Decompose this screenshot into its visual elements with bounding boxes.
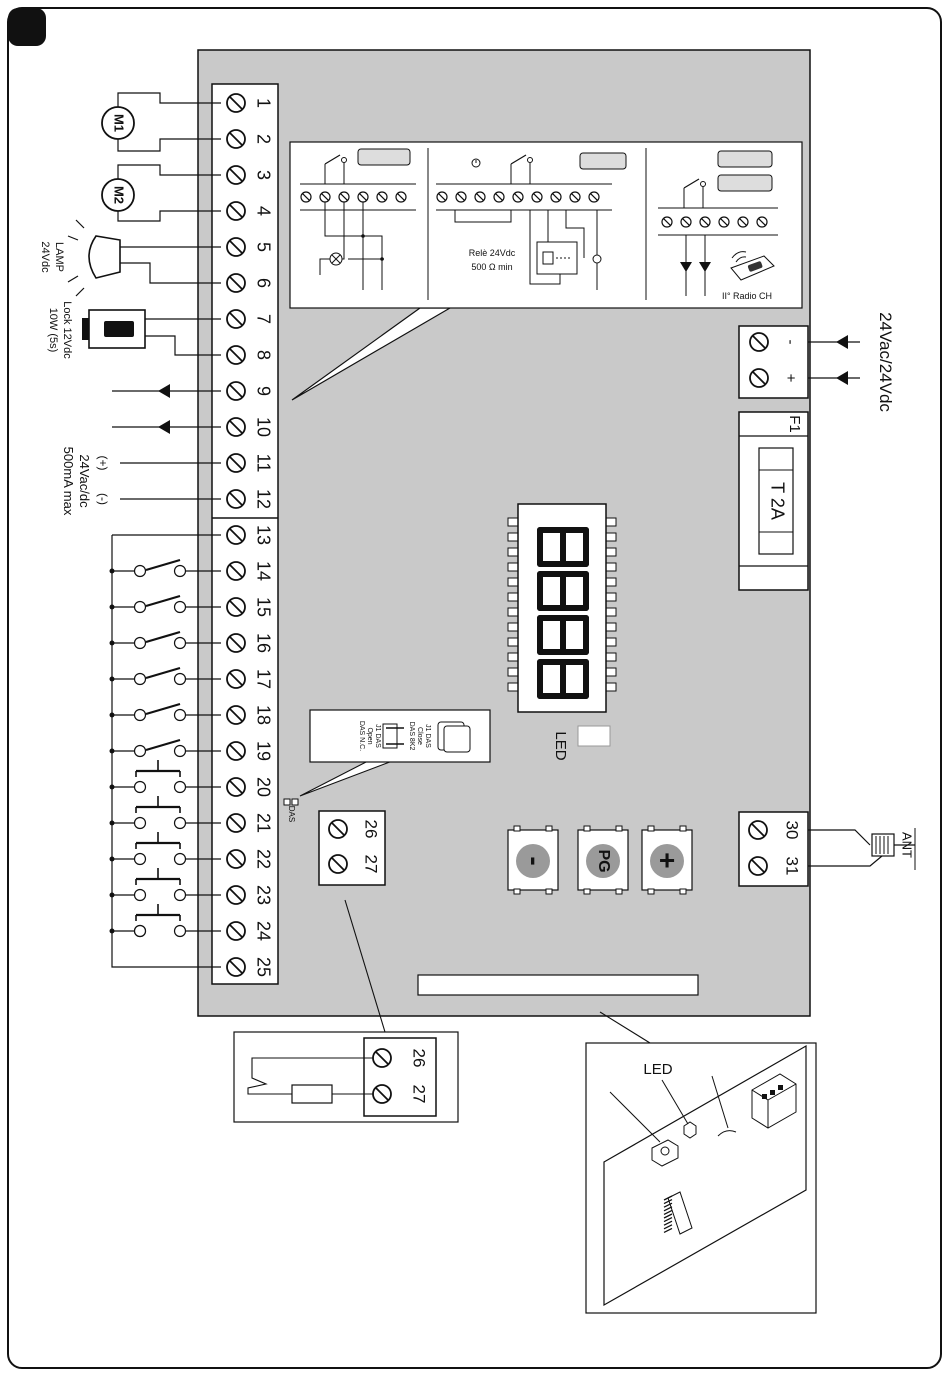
pg-button[interactable]: PG [578,826,628,894]
svg-text:-: - [520,856,551,865]
svg-text:DAS: DAS [287,806,296,822]
power-supply-label: 24Vac/24Vdc [876,312,895,412]
terminal-number: 23 [253,885,273,905]
jumper-closed-icon [438,722,470,752]
lamp-label: LAMP [53,242,65,272]
svg-text:PG: PG [595,849,612,872]
minus-button[interactable]: - [508,826,558,894]
terminal-number: 22 [253,849,273,869]
led-indicator [578,726,610,746]
fuse-f1: F1 T 2A [739,412,808,590]
svg-text:F1: F1 [786,415,803,433]
svg-text:27: 27 [362,855,381,874]
svg-text:30: 30 [783,821,802,840]
board-detail-inset: LED [586,1012,816,1313]
svg-text:M2: M2 [112,186,127,204]
terminal-number: 19 [253,741,273,761]
antenna-label: ANT [900,832,915,858]
seven-segment-display [508,504,616,712]
acc-voltage-label: 24Vac/dc [77,454,92,508]
motor-m2: M2 [102,179,134,211]
board-led-label: LED [643,1061,672,1078]
terminal-number: 9 [253,386,273,396]
acc-plus-label: (+) [96,456,110,471]
aux-terminals: 26 27 [319,811,385,885]
terminal-number: 20 [253,777,273,797]
terminal-number: 6 [253,278,273,288]
svg-text:+: + [659,844,675,875]
svg-text:+: + [782,374,799,383]
terminal-number: 11 [253,454,273,473]
lock-icon [82,310,145,348]
corner-tab [8,8,46,46]
svg-text:DAS N.C.: DAS N.C. [358,721,365,751]
terminal-number: 18 [253,705,273,725]
terminal-number: 21 [253,813,273,833]
terminal-number: 17 [253,669,273,689]
motor-m1: M1 [102,107,134,139]
svg-text:26: 26 [410,1049,429,1068]
svg-text:J1 DAS: J1 DAS [374,724,381,748]
expansion-connector [418,975,698,995]
terminal-number: 24 [253,921,273,941]
terminal-number: 16 [253,633,273,653]
terminal-number: 10 [253,417,273,437]
terminal-number: 25 [253,957,273,977]
svg-text:DAS 8K2: DAS 8K2 [408,722,415,751]
terminal-number: 13 [253,525,273,545]
svg-text:T 2A: T 2A [767,482,787,520]
relay-resistance: 500 Ω min [471,262,512,272]
lamp-voltage: 24Vdc [39,241,51,273]
terminal-number: 12 [253,489,273,509]
led-label: LED [552,731,569,760]
svg-text:M1: M1 [112,114,127,132]
resistor-icon [292,1085,332,1103]
terminal-number: 3 [253,170,273,180]
svg-text:Open: Open [366,727,373,744]
svg-text:Close: Close [416,727,423,745]
lock-rating: 10W (5s) [47,308,59,353]
acc-minus-label: (-) [96,493,110,505]
svg-text:26: 26 [362,820,381,839]
acc-current-label: 500mA max [61,447,76,516]
led-component-icon [684,1122,696,1138]
radio-channel-label: II° Radio CH [722,291,772,301]
terminal-number: 14 [253,561,273,581]
terminal-number: 8 [253,350,273,360]
terminal-number: 4 [253,206,273,216]
terminal-number: 1 [253,98,273,108]
lock-label: Lock 12Vdc [61,301,73,359]
terminal-number: 7 [253,314,273,324]
terminal-number: 2 [253,134,273,144]
plus-button[interactable]: + [642,826,692,894]
relay-spec: Relè 24Vdc [469,248,516,258]
svg-text:31: 31 [783,857,802,876]
svg-text:27: 27 [410,1085,429,1104]
main-terminal-strip: 1234567891011121314151617181920212223242… [212,84,278,984]
svg-text:J1 DAS: J1 DAS [424,724,431,748]
terminal-number: 5 [253,242,273,252]
svg-text:-: - [782,340,799,345]
terminal-number: 15 [253,597,273,617]
